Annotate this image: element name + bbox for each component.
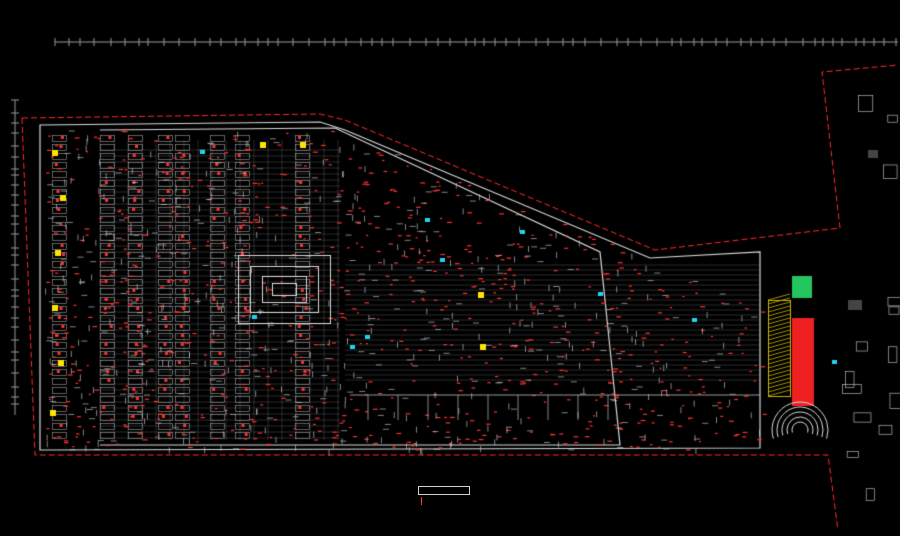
- drawing-title-block: [418, 486, 470, 495]
- drawing-note: [421, 497, 452, 505]
